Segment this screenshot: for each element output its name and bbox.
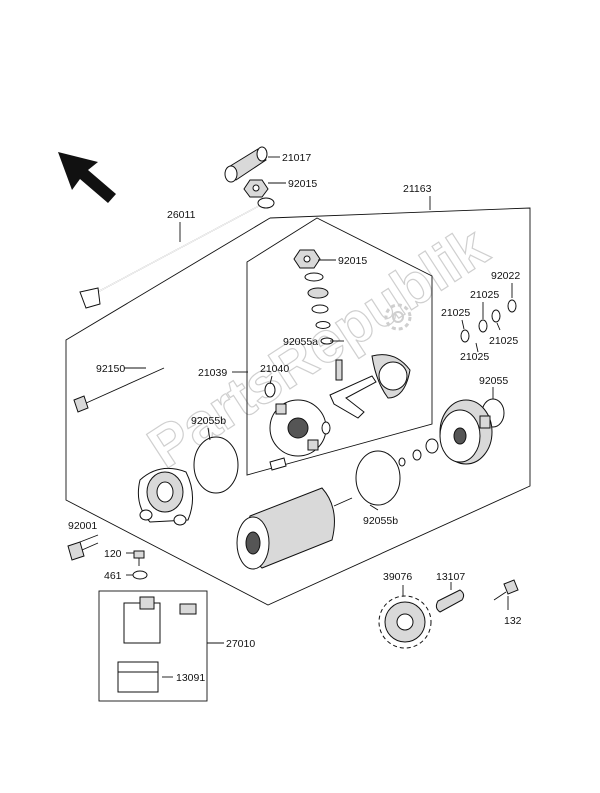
part-461-washer: [132, 570, 148, 580]
gear-watermark-icon: [384, 303, 412, 331]
callout-92015-top: 92015: [288, 178, 317, 190]
callout-21025-b: 21025: [441, 307, 470, 319]
callout-92055a: 92055a: [283, 336, 318, 348]
part-132-bolt: [493, 579, 519, 601]
part-92055b-o-ring-left: [193, 436, 239, 494]
part-terminal-washers: [304, 272, 334, 345]
part-120-screw: [133, 550, 145, 566]
front-direction-arrow-icon: [58, 152, 116, 203]
part-motor-housing: [236, 487, 353, 570]
part-end-cover-left: [137, 467, 193, 526]
part-27010-relay: [123, 596, 197, 644]
part-13091-relay-cover: [117, 661, 159, 693]
leader-lines: [79, 156, 513, 678]
part-92150-bolt: [73, 367, 165, 413]
part-92015-nut-top: [243, 179, 269, 198]
part-26011-cable: [79, 197, 275, 309]
callout-92022: 92022: [491, 270, 520, 282]
part-21025-washers: [460, 299, 517, 343]
callout-461: 461: [104, 570, 122, 582]
callout-132: 132: [504, 615, 522, 627]
part-21017-boot: [224, 146, 268, 183]
callout-labels: 21017 92015 21163 26011 92015 92022 2102…: [68, 152, 522, 684]
callout-21039: 21039: [198, 367, 227, 379]
callout-21025-a: 21025: [470, 289, 499, 301]
callout-92001: 92001: [68, 520, 97, 532]
subassembly-outline-21039: [246, 217, 433, 476]
callout-92015-mid: 92015: [338, 255, 367, 267]
callout-21025-c: 21025: [489, 335, 518, 347]
callout-27010: 27010: [226, 638, 255, 650]
part-92001-bolt: [67, 541, 99, 561]
callout-26011: 26011: [167, 209, 196, 221]
callout-120: 120: [104, 548, 122, 560]
part-92055b-o-ring-right: [355, 450, 401, 506]
callout-21017: 21017: [282, 152, 311, 164]
callout-21025-d: 21025: [460, 351, 489, 363]
callout-39076: 39076: [383, 571, 412, 583]
callout-92055b-left: 92055b: [191, 415, 226, 427]
callout-21163: 21163: [403, 183, 432, 195]
callout-13107: 13107: [436, 571, 465, 583]
part-brush-plate: [329, 354, 411, 419]
assembly-outline-21163: [65, 196, 531, 606]
callout-92055b-right: 92055b: [363, 515, 398, 527]
callout-21040: 21040: [260, 363, 289, 375]
relay-box-outline-27010: [98, 590, 208, 702]
part-39076-gear: [378, 595, 432, 649]
part-21040-brush-holder: [264, 382, 331, 471]
callout-13091: 13091: [176, 672, 205, 684]
part-92015-nut-mid: [293, 249, 321, 269]
part-13107-shaft: [435, 589, 465, 613]
part-end-cover-right: [398, 399, 493, 467]
callout-92055-right: 92055: [479, 375, 508, 387]
callout-92150: 92150: [96, 363, 125, 375]
